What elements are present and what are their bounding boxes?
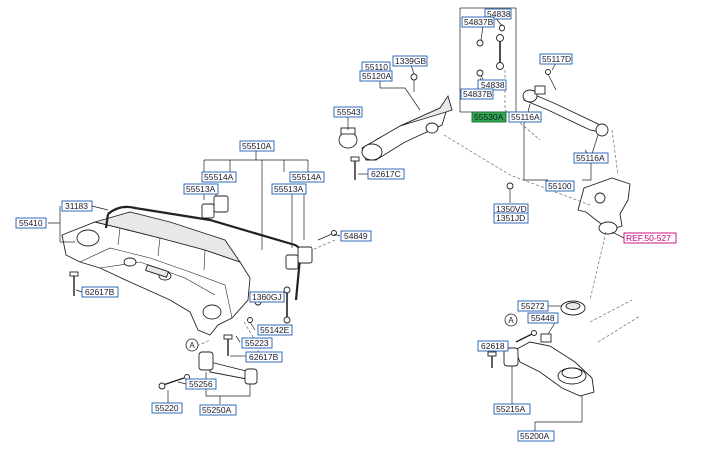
label-55223[interactable]: 55223 — [241, 337, 273, 349]
svg-text:55100: 55100 — [548, 181, 572, 191]
circle-marker-a-top: A — [185, 338, 199, 352]
part-labels: 54838 54837B 54838 54837B 55530A 1339GB … — [15, 8, 677, 442]
knuckle-carrier — [506, 177, 631, 235]
label-55120A[interactable]: 55120A — [359, 70, 393, 82]
svg-text:55215A: 55215A — [496, 404, 526, 414]
svg-text:A: A — [189, 341, 195, 350]
label-ref-50-527[interactable]: REF.50-527 — [623, 232, 677, 244]
trailing-arm — [338, 73, 453, 180]
svg-text:55543: 55543 — [337, 107, 361, 117]
svg-text:55530A: 55530A — [474, 112, 504, 122]
label-62617B-bottom[interactable]: 62617B — [245, 351, 283, 363]
label-55510A[interactable]: 55510A — [239, 140, 275, 152]
svg-text:55256: 55256 — [189, 379, 213, 389]
lower-arm-left — [158, 351, 258, 390]
label-55272[interactable]: 55272 — [517, 300, 549, 312]
svg-text:55142E: 55142E — [260, 325, 290, 335]
label-55100[interactable]: 55100 — [545, 180, 575, 192]
svg-text:62617B: 62617B — [85, 287, 115, 297]
upper-arm — [522, 69, 609, 161]
svg-text:62617C: 62617C — [371, 169, 401, 179]
label-55200A[interactable]: 55200A — [517, 430, 555, 442]
label-54849[interactable]: 54849 — [340, 230, 372, 242]
label-55448[interactable]: 55448 — [527, 312, 559, 324]
svg-text:55223: 55223 — [245, 338, 269, 348]
label-54837B-top[interactable]: 54837B — [461, 16, 495, 28]
label-1351JD[interactable]: 1351JD — [493, 212, 529, 224]
svg-text:54837B: 54837B — [463, 89, 493, 99]
lower-spring-arm — [487, 300, 595, 397]
label-55513A-left[interactable]: 55513A — [183, 183, 219, 195]
circle-marker-a-right: A — [504, 313, 518, 327]
label-55250A[interactable]: 55250A — [199, 404, 237, 416]
svg-text:55110: 55110 — [365, 62, 388, 72]
svg-text:1339GB: 1339GB — [395, 56, 427, 66]
label-55543[interactable]: 55543 — [333, 106, 363, 118]
label-55116A-left[interactable]: 55116A — [508, 111, 542, 123]
label-55142E[interactable]: 55142E — [257, 324, 293, 336]
label-31183[interactable]: 31183 — [61, 200, 93, 212]
svg-text:55116A: 55116A — [576, 153, 605, 163]
label-1360GJ[interactable]: 1360GJ — [249, 291, 285, 303]
svg-text:55220: 55220 — [155, 403, 179, 413]
label-55514A-right[interactable]: 55514A — [289, 171, 325, 183]
svg-text:55200A: 55200A — [520, 431, 550, 441]
svg-text:1360GJ: 1360GJ — [252, 292, 282, 302]
label-54838-top[interactable]: 54838 — [484, 8, 512, 20]
label-55116A-right[interactable]: 55116A — [573, 152, 609, 164]
svg-text:1351JD: 1351JD — [496, 213, 525, 223]
svg-text:55448: 55448 — [531, 313, 555, 323]
label-55513A-right[interactable]: 55513A — [271, 183, 307, 195]
svg-text:54838: 54838 — [481, 80, 505, 90]
label-1339GB[interactable]: 1339GB — [392, 55, 428, 67]
label-62617B-left[interactable]: 62617B — [81, 286, 119, 298]
label-55410[interactable]: 55410 — [15, 217, 47, 229]
svg-text:62618: 62618 — [481, 341, 505, 351]
svg-text:54849: 54849 — [344, 231, 368, 241]
svg-text:55120A: 55120A — [362, 71, 392, 81]
svg-text:55272: 55272 — [521, 301, 545, 311]
crossmember-subframe — [61, 211, 251, 336]
svg-text:55250A: 55250A — [202, 405, 232, 415]
label-55220[interactable]: 55220 — [151, 402, 183, 414]
svg-text:62617B: 62617B — [249, 352, 279, 362]
svg-text:A: A — [508, 316, 514, 325]
label-55530A[interactable]: 55530A — [471, 111, 507, 123]
svg-text:54837B: 54837B — [464, 17, 494, 27]
label-55117D[interactable]: 55117D — [539, 53, 573, 65]
svg-text:55410: 55410 — [19, 218, 43, 228]
stabilizer-bar — [104, 195, 313, 301]
label-54837B-bottom[interactable]: 54837B — [460, 88, 494, 100]
label-55514A-left[interactable]: 55514A — [201, 171, 237, 183]
svg-text:55116A: 55116A — [511, 112, 540, 122]
label-55256[interactable]: 55256 — [185, 378, 217, 390]
label-62618[interactable]: 62618 — [477, 340, 509, 352]
stabilizer-link-assembly — [476, 24, 505, 77]
label-62617C[interactable]: 62617C — [367, 168, 405, 180]
svg-text:55117D: 55117D — [542, 54, 571, 64]
svg-text:54838: 54838 — [487, 9, 511, 19]
svg-text:55514A: 55514A — [204, 172, 234, 182]
svg-text:55513A: 55513A — [274, 184, 304, 194]
svg-text:55513A: 55513A — [186, 184, 216, 194]
svg-text:REF.50-527: REF.50-527 — [626, 233, 671, 243]
svg-text:55514A: 55514A — [292, 172, 322, 182]
label-55215A[interactable]: 55215A — [493, 403, 531, 415]
svg-text:1350VD: 1350VD — [496, 204, 527, 214]
svg-text:55510A: 55510A — [242, 141, 272, 151]
svg-text:31183: 31183 — [65, 201, 88, 211]
